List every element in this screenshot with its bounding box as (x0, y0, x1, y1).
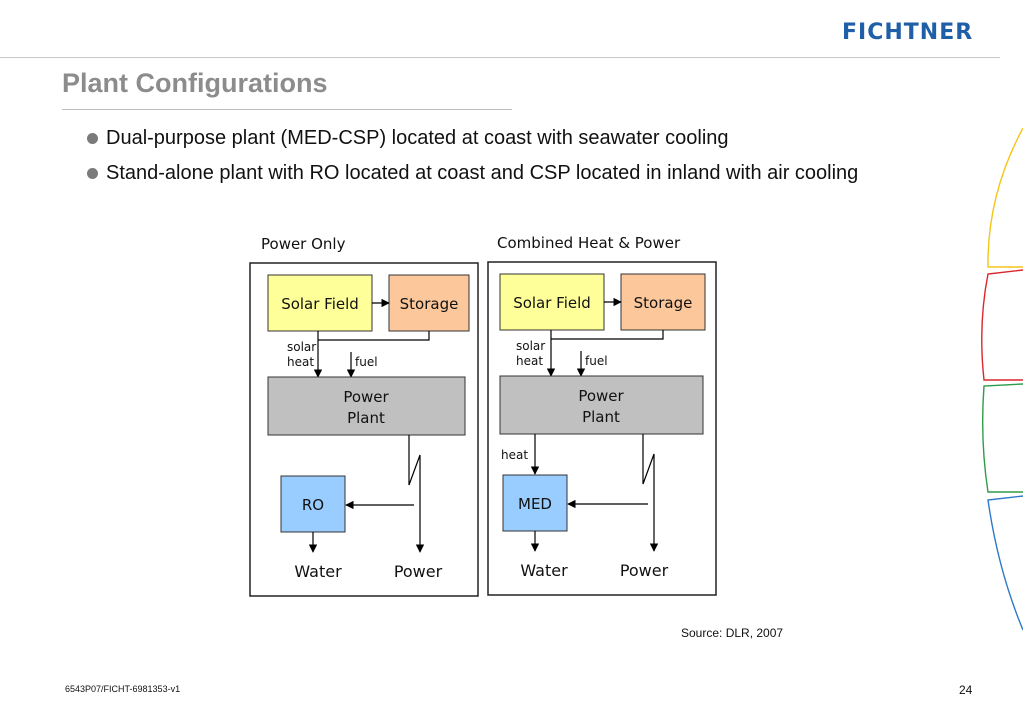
arc-yellow (987, 127, 1023, 268)
power-plant-box (267, 376, 466, 436)
power-plant-label-2: Plant (582, 408, 620, 426)
power-only-caption: Power Only (261, 235, 346, 253)
chp-caption: Combined Heat & Power (497, 234, 681, 252)
arc-blue (987, 495, 1023, 631)
storage-box (388, 274, 470, 332)
power-label: Power (394, 562, 443, 581)
bullet-dot-icon (87, 168, 98, 179)
solar-field-label: Solar Field (281, 295, 359, 313)
power-plant-box (499, 375, 704, 435)
power-label: Power (620, 561, 669, 580)
solar-field-box (499, 273, 605, 331)
company-logo: FICHTNER (842, 20, 974, 45)
title-underline (62, 109, 512, 110)
ro-box (280, 475, 346, 533)
water-label: Water (294, 562, 342, 581)
power-only-panel: Power Only Solar Field Storage solar hea… (249, 235, 479, 597)
bullet-list: Dual-purpose plant (MED-CSP) located at … (84, 124, 904, 194)
solar-field-box (267, 274, 373, 332)
bullet-text: Stand-alone plant with RO located at coa… (106, 162, 859, 184)
power-output-line (642, 434, 659, 552)
arc-red (981, 269, 1023, 381)
power-plant-label-2: Plant (347, 409, 385, 427)
page-number: 24 (959, 683, 973, 697)
bullet-text: Dual-purpose plant (MED-CSP) located at … (106, 127, 729, 149)
solar-heat-label-1: solar (516, 339, 545, 353)
water-label: Water (520, 561, 568, 580)
heat-label: heat (501, 448, 528, 462)
solar-heat-label-2: heat (287, 355, 314, 369)
med-box (502, 474, 568, 532)
storage-return-line (551, 330, 664, 340)
power-plant-label-1: Power (343, 388, 389, 406)
solar-heat-label-1: solar (287, 340, 316, 354)
ro-label: RO (302, 496, 324, 514)
storage-return-line (318, 331, 430, 341)
solar-field-label: Solar Field (513, 294, 591, 312)
header-divider (0, 57, 1000, 58)
source-citation: Source: DLR, 2007 (681, 626, 784, 640)
bullet-item: Dual-purpose plant (MED-CSP) located at … (84, 124, 904, 153)
fuel-label: fuel (585, 354, 608, 368)
power-output-line (408, 435, 425, 553)
solar-heat-label-2: heat (516, 354, 543, 368)
combined-heat-power-panel: Combined Heat & Power Solar Field Storag… (487, 234, 717, 596)
med-label: MED (518, 495, 552, 513)
bullet-dot-icon (87, 133, 98, 144)
fuel-label: fuel (355, 355, 378, 369)
decorative-arcs (981, 127, 1023, 631)
slide-title: Plant Configurations (62, 68, 328, 98)
storage-label: Storage (634, 294, 693, 312)
document-id: 6543P07/FICHT-6981353-v1 (65, 684, 181, 694)
arc-green (981, 383, 1023, 493)
storage-label: Storage (400, 295, 459, 313)
bullet-item: Stand-alone plant with RO located at coa… (84, 159, 904, 188)
power-plant-label-1: Power (578, 387, 624, 405)
